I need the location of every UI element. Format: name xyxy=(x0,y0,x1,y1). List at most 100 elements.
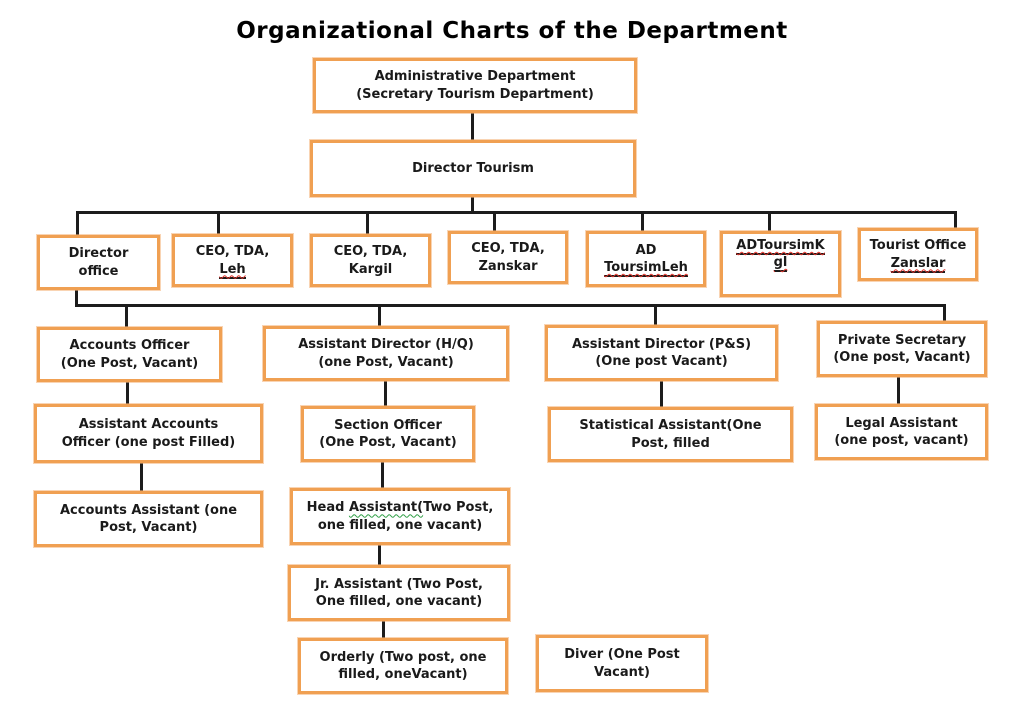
connector-line xyxy=(954,213,957,228)
org-box-text-line: (one post, vacant) xyxy=(818,432,985,449)
org-box-text-line: Kargil xyxy=(313,261,428,278)
org-box-text-line: (One Post, Vacant) xyxy=(40,355,219,372)
org-box-text-line: AD xyxy=(589,242,703,259)
org-box-text-line: ToursimLeh xyxy=(589,259,703,277)
org-box-text-line: One filled, one vacant) xyxy=(291,593,507,610)
org-box-text-line: Tourist Office xyxy=(861,237,975,254)
connector-line xyxy=(660,381,663,407)
text-segment: One filled, one vacant) xyxy=(315,594,483,609)
org-box-jr-assistant: Jr. Assistant (Two Post, One filled, one … xyxy=(288,565,510,621)
text-segment: Vacant) xyxy=(593,664,650,680)
text-segment: (One Post, Vacant) xyxy=(60,355,199,371)
text-segment: (One post Vacant) xyxy=(595,354,728,369)
text-segment: (one Post, Vacant) xyxy=(318,354,454,370)
connector-line xyxy=(126,382,129,404)
org-box-accounts-officer: Accounts Officer(One Post, Vacant) xyxy=(37,327,222,382)
connector-line xyxy=(76,211,957,214)
org-box-ad-toursimleh: AD ToursimLeh xyxy=(586,231,706,287)
connector-line xyxy=(471,197,474,212)
connector-line xyxy=(641,213,644,231)
text-segment: Leh xyxy=(219,261,246,279)
text-segment: Accounts Assistant (one xyxy=(59,502,238,518)
org-box-legal-assistant: Legal Assistant(one post, vacant) xyxy=(815,404,988,460)
org-box-text-line: Legal Assistant xyxy=(818,415,985,432)
connector-line xyxy=(366,213,369,234)
connector-line xyxy=(75,290,78,307)
text-segment: filled, oneVacant) xyxy=(338,667,468,682)
org-box-text-line: Vacant) xyxy=(539,664,705,681)
org-box-text-line: (One Post, Vacant) xyxy=(304,434,472,451)
org-box-assistant-director-hq: Assistant Director (H/Q)(one Post, Vacan… xyxy=(263,326,509,381)
connector-line xyxy=(943,307,946,321)
org-box-text-line: (one Post, Vacant) xyxy=(266,354,506,371)
text-segment: Orderly (Two post, one xyxy=(319,649,487,665)
org-box-ceo-tda-kargil: CEO, TDA,Kargil xyxy=(310,234,431,287)
text-segment: Director xyxy=(68,246,129,262)
text-segment: Kargil xyxy=(348,261,393,277)
text-segment: Post, filled xyxy=(631,435,710,451)
org-box-ceo-tda-leh: CEO, TDA,Leh xyxy=(172,234,293,287)
text-segment: CEO, TDA, xyxy=(333,244,408,260)
connector-line xyxy=(381,462,384,488)
org-box-text-line: (One post Vacant) xyxy=(548,353,775,370)
org-box-text-line: Director xyxy=(40,245,157,262)
text-segment: (One post, Vacant) xyxy=(833,350,971,365)
text-segment: (one post, vacant) xyxy=(834,433,969,448)
connector-line xyxy=(493,213,496,231)
text-segment: ToursimLeh xyxy=(604,260,688,277)
connector-line xyxy=(378,307,381,326)
text-segment: Section Officer xyxy=(334,417,442,433)
text-segment: Tourist Office xyxy=(869,238,967,254)
org-box-text-line: Zanskar xyxy=(451,258,565,275)
text-segment: (Secretary Tourism Department) xyxy=(356,86,594,102)
org-box-text-line: Leh xyxy=(175,261,290,279)
text-segment: Head xyxy=(306,500,349,516)
text-segment: Assistant( xyxy=(348,500,424,516)
org-box-text-line: Head Assistant(Two Post, xyxy=(293,499,507,516)
org-box-text-line: Officer (one post Filled) xyxy=(37,434,260,451)
connector-line xyxy=(378,545,381,565)
org-box-text-line: Accounts Assistant (one xyxy=(37,502,260,519)
text-segment: Assistant Director (P&S) xyxy=(571,336,752,352)
org-box-text-line: CEO, TDA, xyxy=(175,243,290,260)
org-box-text-line: Accounts Officer xyxy=(40,337,219,354)
org-box-text-line: Zanslar xyxy=(861,255,975,273)
text-segment: Zanslar xyxy=(890,255,946,273)
org-box-text-line: Assistant Director (H/Q) xyxy=(266,336,506,353)
text-segment: one filled, one vacant) xyxy=(317,517,483,533)
connector-line xyxy=(384,381,387,406)
org-box-text-line: Section Officer xyxy=(304,417,472,434)
connector-line xyxy=(897,377,900,404)
org-box-text-line: Assistant Accounts xyxy=(37,416,260,433)
connector-line xyxy=(654,307,657,325)
text-segment: gl xyxy=(773,255,788,273)
org-box-administrative-department: Administrative Department(Secretary Tour… xyxy=(313,58,637,113)
org-box-text-line: Director Tourism xyxy=(313,160,633,177)
connector-line xyxy=(76,213,79,235)
org-box-assistant-director-ps: Assistant Director (P&S) (One post Vacant… xyxy=(545,325,778,381)
org-box-director-tourism: Director Tourism xyxy=(310,140,636,197)
org-box-text-line: Diver (One Post xyxy=(539,646,705,663)
text-segment: Assistant Accounts xyxy=(78,417,219,433)
connector-line xyxy=(471,113,474,140)
text-segment: AD xyxy=(635,242,657,258)
text-segment: Private Secretary xyxy=(837,332,967,348)
text-segment: Officer (one post Filled) xyxy=(61,434,236,450)
org-box-text-line: Private Secretary xyxy=(820,332,984,349)
text-segment: ADToursimK xyxy=(736,238,825,255)
text-segment: office xyxy=(78,263,119,279)
text-segment: Statistical Assistant(One xyxy=(579,418,762,434)
org-box-text-line: office xyxy=(40,263,157,280)
text-segment: (One Post, Vacant) xyxy=(319,435,457,450)
page-title: Organizational Charts of the Department xyxy=(236,18,788,44)
connector-line xyxy=(768,213,771,231)
org-box-text-line: CEO, TDA, xyxy=(313,243,428,260)
text-segment: Assistant Director (H/Q) xyxy=(298,337,474,353)
org-box-ceo-tda-zanskar: CEO, TDA,Zanskar xyxy=(448,231,568,284)
text-segment: Jr. Assistant (Two Post, xyxy=(315,576,483,592)
